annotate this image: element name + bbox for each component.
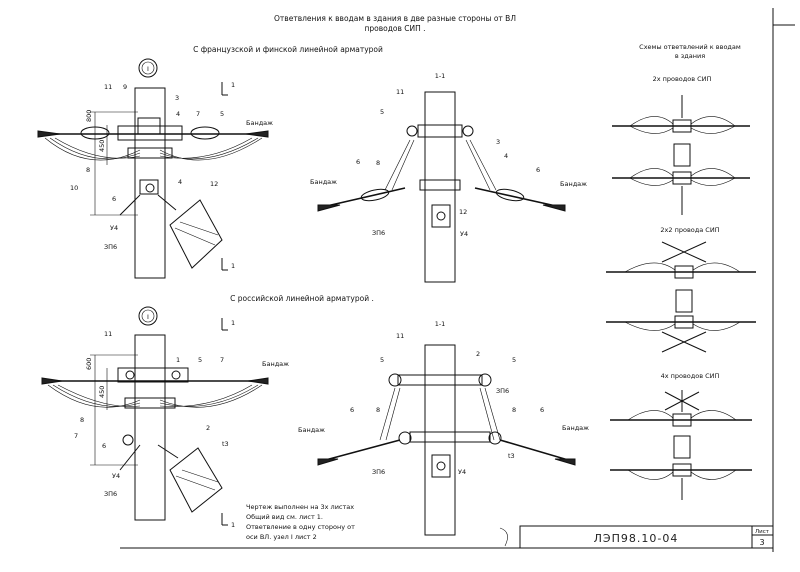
svg-text:Бандаж: Бандаж — [562, 424, 589, 432]
title-stamp: ЛЭП98.10-04 Лист 3 — [499, 525, 774, 549]
svg-text:I: I — [147, 313, 149, 321]
scheme1-label: 2х проводов СИП — [653, 75, 712, 83]
drawing-code: ЛЭП98.10-04 — [594, 532, 679, 545]
svg-text:Бандаж: Бандаж — [560, 180, 587, 188]
svg-text:6: 6 — [350, 406, 354, 414]
note-line1: Чертеж выполнен на 3х листах — [246, 503, 354, 511]
svg-text:1: 1 — [231, 319, 235, 327]
svg-text:t3: t3 — [508, 452, 515, 460]
svg-text:ЗП6: ЗП6 — [104, 490, 117, 498]
svg-text:ЗП6: ЗП6 — [104, 243, 117, 251]
schemes-panel: Схемы ответвлений к вводам в здания 2х п… — [606, 43, 756, 500]
schemes-title-line2: в здания — [675, 52, 705, 60]
svg-text:6: 6 — [112, 195, 116, 203]
svg-text:t3: t3 — [222, 440, 229, 448]
svg-text:11: 11 — [396, 332, 404, 340]
bracket-bar — [169, 199, 223, 269]
notes-block: Чертеж выполнен на 3х листах Общий вид с… — [246, 503, 355, 541]
view-bottom-left: I 600 450 1 1 11 1 5 7 — [41, 306, 289, 529]
scheme2-label: 2х2 провода СИП — [660, 226, 719, 234]
svg-text:6: 6 — [102, 442, 106, 450]
bandage-label: Бандаж — [246, 119, 273, 127]
svg-text:4: 4 — [176, 110, 180, 118]
svg-text:11: 11 — [104, 330, 112, 338]
svg-text:1: 1 — [231, 262, 235, 270]
svg-text:4: 4 — [178, 178, 182, 186]
svg-text:6: 6 — [536, 166, 540, 174]
svg-text:10: 10 — [70, 184, 78, 192]
svg-text:8: 8 — [86, 166, 90, 174]
svg-text:Бандаж: Бандаж — [310, 178, 337, 186]
sheet-number: 3 — [759, 538, 764, 547]
svg-text:1: 1 — [231, 521, 235, 529]
sheet-label: Лист — [755, 529, 770, 535]
svg-text:5: 5 — [198, 356, 202, 364]
view-top-left: I 800 450 — [37, 58, 273, 279]
svg-text:У4: У4 — [110, 224, 118, 232]
scheme3-label: 4х проводов СИП — [661, 372, 720, 380]
pole — [134, 334, 166, 521]
svg-text:4: 4 — [504, 152, 508, 160]
view-circle-marker — [138, 58, 158, 78]
stamp-box — [519, 525, 774, 549]
svg-text:11: 11 — [396, 88, 404, 96]
svg-text:У4: У4 — [458, 468, 466, 476]
svg-text:12: 12 — [210, 180, 218, 188]
note-line4: оси ВЛ. узел I лист 2 — [246, 533, 317, 541]
svg-text:У4: У4 — [112, 472, 120, 480]
header-title-line1: Ответвления к вводам в здания в две разн… — [274, 14, 516, 23]
svg-text:11: 11 — [104, 83, 112, 91]
dim-450: 450 — [98, 140, 106, 152]
svg-text:3: 3 — [175, 94, 179, 102]
header-title-line2: проводов СИП . — [364, 24, 425, 33]
subtitle-top: С французской и финской линейной арматур… — [193, 45, 383, 54]
svg-text:8: 8 — [512, 406, 516, 414]
svg-text:6: 6 — [356, 158, 360, 166]
svg-text:1-1: 1-1 — [435, 320, 446, 328]
svg-text:6: 6 — [540, 406, 544, 414]
svg-text:7: 7 — [220, 356, 224, 364]
svg-text:5: 5 — [512, 356, 516, 364]
svg-text:450: 450 — [98, 386, 106, 398]
section-top: 1-1 11 5 3 4 6 8 6 Бандаж Бандаж 12 ЗП6 … — [310, 72, 587, 283]
svg-text:9: 9 — [123, 83, 127, 91]
view-circle-label: I — [147, 65, 149, 73]
pole — [424, 91, 456, 283]
svg-text:5: 5 — [380, 356, 384, 364]
note-line3: Ответвление в одну сторону от — [246, 523, 355, 531]
dim-600: 600 — [85, 358, 93, 370]
dim-800: 800 — [85, 110, 93, 122]
svg-text:Бандаж: Бандаж — [262, 360, 289, 368]
svg-text:ЗП6: ЗП6 — [372, 229, 385, 237]
section-mark-top: 1 — [231, 81, 235, 89]
note-line2: Общий вид см. лист 1. — [246, 513, 323, 521]
svg-text:Бандаж: Бандаж — [298, 426, 325, 434]
svg-text:ЗП6: ЗП6 — [372, 468, 385, 476]
section-bottom: 1-1 11 5 2 5 ЗП6 6 8 8 6 Бандаж Бандаж t… — [298, 320, 589, 536]
svg-text:7: 7 — [196, 110, 200, 118]
svg-text:5: 5 — [220, 110, 224, 118]
svg-text:2: 2 — [206, 424, 210, 432]
svg-text:1: 1 — [176, 356, 180, 364]
svg-text:7: 7 — [74, 432, 78, 440]
subtitle-bottom: С российской линейной арматурой . — [230, 294, 374, 303]
svg-text:ЗП6: ЗП6 — [496, 387, 509, 395]
svg-text:3: 3 — [496, 138, 500, 146]
svg-text:У4: У4 — [460, 230, 468, 238]
svg-text:5: 5 — [380, 108, 384, 116]
svg-text:8: 8 — [80, 416, 84, 424]
svg-text:8: 8 — [376, 406, 380, 414]
pole — [424, 344, 456, 536]
svg-text:8: 8 — [376, 159, 380, 167]
section-title: 1-1 — [435, 72, 446, 80]
schemes-title-line1: Схемы ответвлений к вводам — [639, 43, 741, 51]
svg-text:2: 2 — [476, 350, 480, 358]
svg-text:12: 12 — [459, 208, 467, 216]
